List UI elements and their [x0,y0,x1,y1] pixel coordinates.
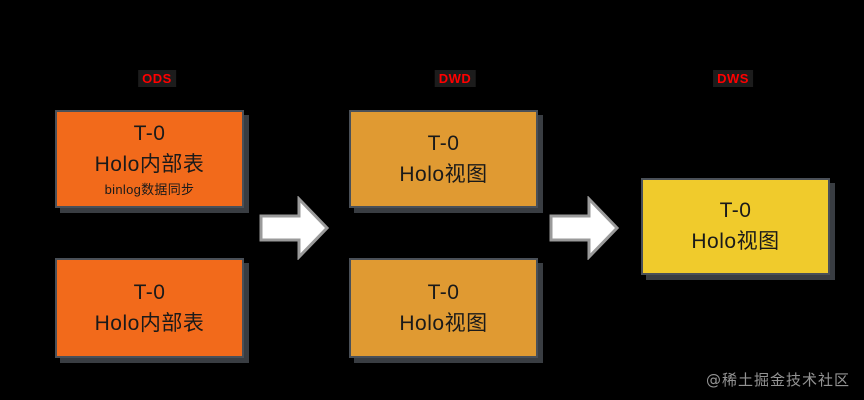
node-dwd-bottom[interactable]: T-0 Holo视图 [349,258,538,358]
watermark: @稀土掘金技术社区 [705,371,850,389]
node-line-2: Holo内部表 [94,311,205,335]
node-dwd-top[interactable]: T-0 Holo视图 [349,110,538,208]
node-line-1: T-0 [719,199,752,222]
node-line-2: Holo视图 [399,162,488,186]
node-line-1: T-0 [427,280,460,304]
node-line-2: Holo视图 [399,311,488,335]
node-line-1: T-0 [133,280,166,304]
stage-label-dws: DWS [713,70,753,87]
node-ods-bottom[interactable]: T-0 Holo内部表 [55,258,244,358]
node-line-1: T-0 [427,131,460,155]
node-ods-top[interactable]: T-0 Holo内部表 binlog数据同步 [55,110,244,208]
arrow-ods-to-dwd [259,196,329,260]
node-dws[interactable]: T-0 Holo视图 [641,178,830,275]
node-line-2: Holo内部表 [94,152,205,176]
stage-label-ods: ODS [138,70,176,87]
node-line-2: Holo视图 [691,230,780,253]
node-line-1: T-0 [133,121,166,145]
node-line-3-subtitle: binlog数据同步 [104,181,195,197]
stage-label-dwd: DWD [434,70,476,87]
arrow-dwd-to-dws [549,196,619,260]
